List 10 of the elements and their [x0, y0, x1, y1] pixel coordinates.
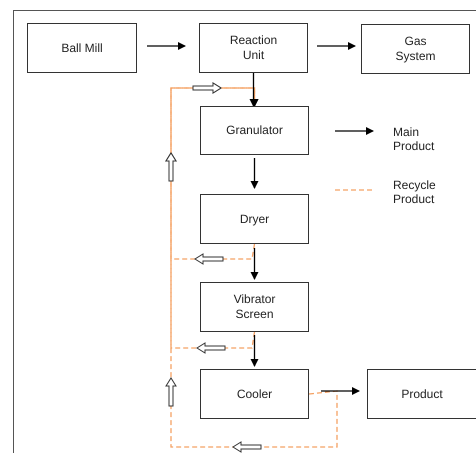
process-box: Product	[367, 369, 476, 419]
process-box: Dryer	[200, 194, 309, 244]
legend-label: Recycle Product	[393, 178, 437, 207]
process-box: Reaction Unit	[199, 23, 308, 73]
process-box: Ball Mill	[27, 23, 137, 73]
legend-label: Main Product	[393, 125, 436, 154]
process-box: Vibrator Screen	[200, 282, 309, 332]
process-box: Granulator	[200, 106, 309, 155]
process-box: Gas System	[361, 24, 470, 74]
process-box: Cooler	[200, 369, 309, 419]
